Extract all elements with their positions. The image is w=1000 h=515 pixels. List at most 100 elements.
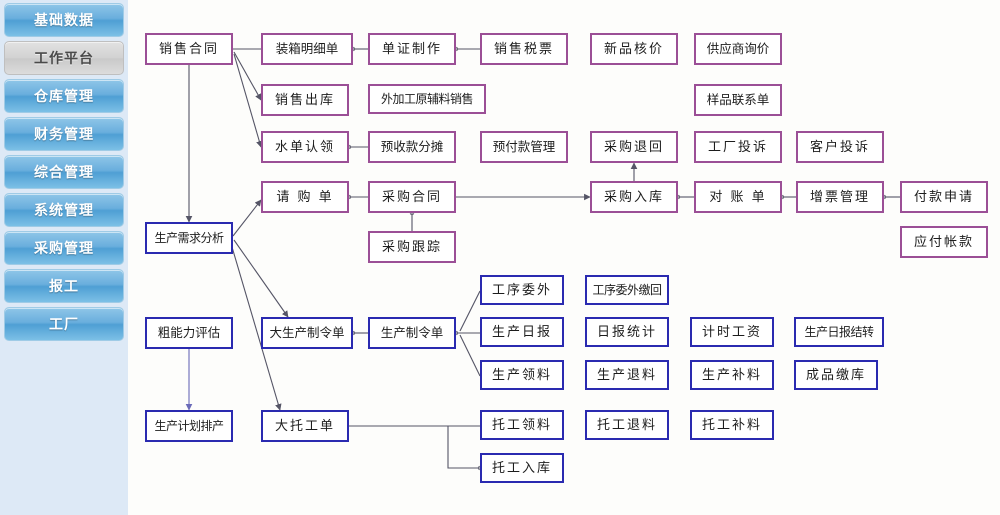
- flow-node-contract-work-supplement[interactable]: 托工补料: [690, 410, 774, 440]
- flow-node-label: 生产需求分析: [154, 231, 224, 245]
- flow-node-label: 托工退料: [596, 417, 657, 433]
- sidebar-item-label: 报工: [49, 279, 79, 295]
- flow-node-production-report-carryover[interactable]: 生产日报结转: [794, 317, 884, 347]
- flow-node-label: 采购入库: [603, 189, 664, 205]
- flow-node-prepay-allocation[interactable]: 预收款分摊: [368, 131, 456, 163]
- flow-node-label: 销售出库: [274, 92, 335, 108]
- flow-node-label: 工厂投诉: [707, 139, 768, 155]
- flow-node-label: 增票管理: [809, 189, 870, 205]
- sidebar-item-label: 综合管理: [34, 165, 94, 181]
- flow-node-water-bill-claim[interactable]: 水单认领: [261, 131, 349, 163]
- flow-node-new-product-pricing[interactable]: 新品核价: [590, 33, 678, 65]
- edge-production-demand-analysis-to-big-production-order: [233, 239, 289, 318]
- edge-big-contract-work-order-to-contract-work-inbound: [447, 426, 483, 471]
- sidebar-item-general-management[interactable]: 综合管理: [4, 155, 124, 189]
- sidebar-item-label: 采购管理: [34, 241, 94, 257]
- flow-node-reconciliation[interactable]: 对 账 单: [694, 181, 782, 213]
- workflow-connector-layer: [185, 46, 900, 471]
- sidebar-item-work-report[interactable]: 报工: [4, 269, 124, 303]
- flow-node-contract-work-requisition[interactable]: 托工领料: [480, 410, 564, 440]
- flow-node-label: 销售合同: [158, 41, 219, 57]
- flow-node-payment-application[interactable]: 付款申请: [900, 181, 988, 213]
- flow-node-label: 生产领料: [491, 367, 552, 383]
- flow-node-label: 日报统计: [596, 324, 657, 340]
- flow-node-process-outsourcing[interactable]: 工序委外: [480, 275, 564, 305]
- flow-node-label: 新品核价: [603, 41, 664, 57]
- flow-node-label: 装箱明细单: [275, 40, 339, 56]
- flow-node-label: 客户投诉: [809, 139, 870, 155]
- flow-node-label: 采购退回: [603, 139, 664, 155]
- flow-node-production-daily-report[interactable]: 生产日报: [480, 317, 564, 347]
- edge-production-demand-analysis-to-requisition: [232, 199, 262, 237]
- flow-node-production-demand-analysis[interactable]: 生产需求分析: [145, 222, 233, 254]
- flow-node-big-contract-work-order[interactable]: 大托工单: [261, 410, 349, 442]
- edge-production-order-to-production-material-requisition: [459, 334, 481, 377]
- flow-node-document-making[interactable]: 单证制作: [368, 33, 456, 65]
- flow-node-sample-contact-form[interactable]: 样品联系单: [694, 84, 782, 116]
- flow-node-sales-contract[interactable]: 销售合同: [145, 33, 233, 65]
- flow-node-supplier-inquiry[interactable]: 供应商询价: [694, 33, 782, 65]
- flow-node-label: 请 购 单: [276, 189, 334, 205]
- flow-node-label: 生产日报结转: [804, 325, 874, 339]
- sidebar: 基础数据 工作平台 仓库管理 财务管理 综合管理 系统管理 采购管理 报工 工厂: [0, 0, 128, 515]
- flow-node-process-outsourcing-return[interactable]: 工序委外缴回: [585, 275, 669, 305]
- edge-sales-contract-to-sales-outbound: [233, 51, 262, 101]
- flow-node-big-production-order[interactable]: 大生产制令单: [261, 317, 353, 349]
- sidebar-item-label: 基础数据: [34, 13, 94, 29]
- flow-node-label: 应付帐款: [913, 234, 974, 250]
- flow-node-production-material-requisition[interactable]: 生产领料: [480, 360, 564, 390]
- flow-node-label: 采购跟踪: [381, 239, 442, 255]
- flow-node-sales-outbound[interactable]: 销售出库: [261, 84, 349, 116]
- flow-node-label: 预付款管理: [492, 138, 556, 154]
- flow-node-production-plan-schedule[interactable]: 生产计划排产: [145, 410, 233, 442]
- flow-node-outsourced-material-sale[interactable]: 外加工原辅料销售: [368, 84, 486, 114]
- flow-node-label: 成品缴库: [805, 367, 866, 383]
- edge-production-order-to-process-outsourcing: [459, 290, 481, 332]
- flow-node-contract-work-inbound[interactable]: 托工入库: [480, 453, 564, 483]
- edge-sales-contract-to-water-bill-claim: [233, 53, 263, 148]
- flow-node-rough-capacity-eval[interactable]: 粗能力评估: [145, 317, 233, 349]
- flow-node-label: 工序委外缴回: [592, 283, 662, 297]
- flow-node-vat-invoice-management[interactable]: 增票管理: [796, 181, 884, 213]
- flow-node-label: 样品联系单: [706, 91, 770, 107]
- flow-node-label: 托工入库: [491, 460, 552, 476]
- sidebar-item-factory[interactable]: 工厂: [4, 307, 124, 341]
- sidebar-item-warehouse-management[interactable]: 仓库管理: [4, 79, 124, 113]
- flow-node-label: 水单认领: [274, 139, 335, 155]
- sidebar-item-basic-data[interactable]: 基础数据: [4, 3, 124, 37]
- sidebar-item-purchase-management[interactable]: 采购管理: [4, 231, 124, 265]
- flow-node-label: 外加工原辅料销售: [380, 92, 474, 106]
- flow-node-label: 生产退料: [596, 367, 657, 383]
- flow-node-accounts-payable[interactable]: 应付帐款: [900, 226, 988, 258]
- flow-node-production-order[interactable]: 生产制令单: [368, 317, 456, 349]
- flow-node-production-material-supplement[interactable]: 生产补料: [690, 360, 774, 390]
- flow-node-label: 粗能力评估: [157, 324, 221, 340]
- flow-node-prepayment-management[interactable]: 预付款管理: [480, 131, 568, 163]
- flow-node-requisition[interactable]: 请 购 单: [261, 181, 349, 213]
- sidebar-item-label: 财务管理: [34, 127, 94, 143]
- flow-node-production-material-return[interactable]: 生产退料: [585, 360, 669, 390]
- flow-node-daily-report-statistics[interactable]: 日报统计: [585, 317, 669, 347]
- flow-node-purchase-contract[interactable]: 采购合同: [368, 181, 456, 213]
- flow-node-label: 付款申请: [913, 189, 974, 205]
- flow-node-sales-tax-invoice[interactable]: 销售税票: [480, 33, 568, 65]
- flow-node-purchase-return[interactable]: 采购退回: [590, 131, 678, 163]
- sidebar-item-label: 工厂: [49, 317, 79, 333]
- sidebar-item-label: 仓库管理: [34, 89, 94, 105]
- sidebar-item-system-management[interactable]: 系统管理: [4, 193, 124, 227]
- flow-node-label: 采购合同: [381, 189, 442, 205]
- flow-node-hourly-wage[interactable]: 计时工资: [690, 317, 774, 347]
- flow-node-finished-goods-inbound[interactable]: 成品缴库: [794, 360, 878, 390]
- flow-node-purchase-inbound[interactable]: 采购入库: [590, 181, 678, 213]
- flow-node-label: 生产计划排产: [154, 419, 224, 433]
- sidebar-item-finance-management[interactable]: 财务管理: [4, 117, 124, 151]
- flow-node-label: 单证制作: [381, 41, 442, 57]
- flow-node-customer-complaint[interactable]: 客户投诉: [796, 131, 884, 163]
- flow-node-label: 生产日报: [491, 324, 552, 340]
- flow-node-packing-detail[interactable]: 装箱明细单: [261, 33, 353, 65]
- flow-node-purchase-tracking[interactable]: 采购跟踪: [368, 231, 456, 263]
- sidebar-item-workbench[interactable]: 工作平台: [4, 41, 124, 75]
- flow-node-contract-work-return[interactable]: 托工退料: [585, 410, 669, 440]
- flow-node-factory-complaint[interactable]: 工厂投诉: [694, 131, 782, 163]
